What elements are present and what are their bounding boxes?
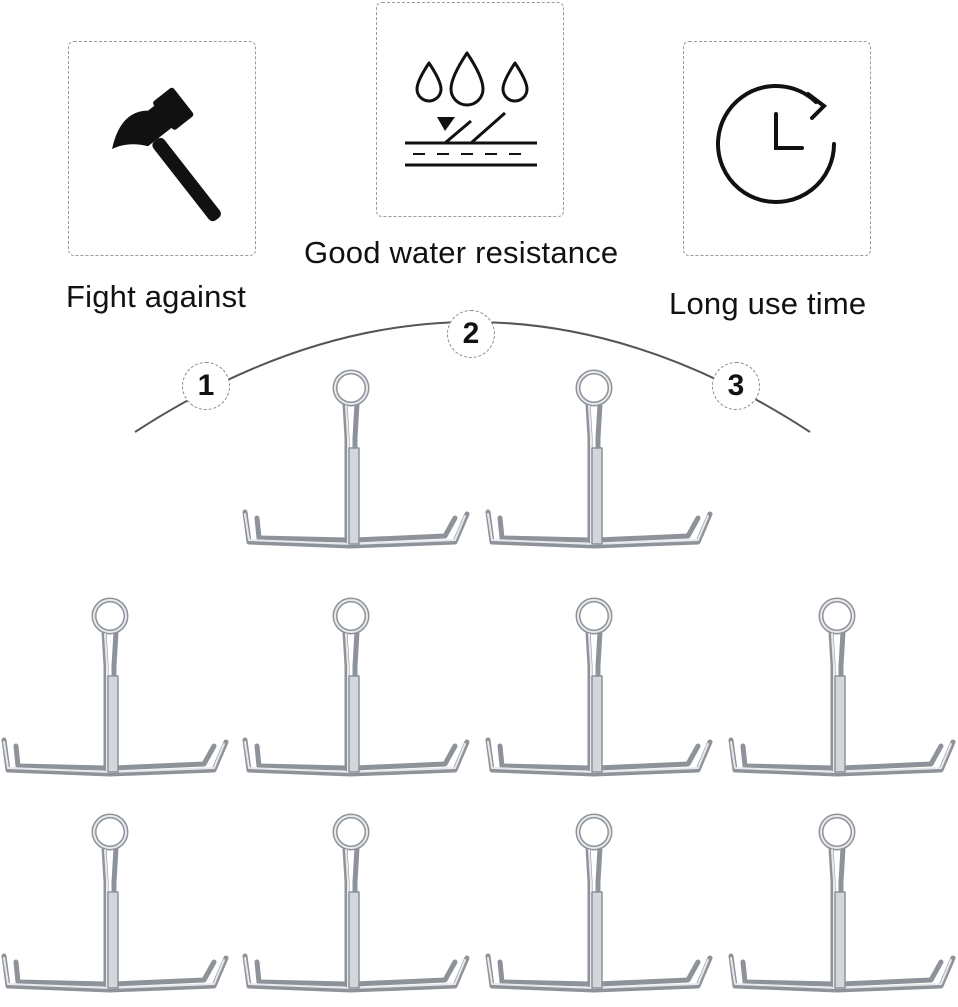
hook-image <box>241 812 471 1002</box>
hook-image <box>484 596 714 786</box>
feature-box-time <box>683 41 871 256</box>
feature-box-water <box>376 2 564 217</box>
caption-water: Good water resistance <box>304 235 619 270</box>
hammer-icon <box>112 87 221 222</box>
hook-image <box>484 812 714 1002</box>
step-badge-2: 2 <box>447 310 495 358</box>
step-badge-3: 3 <box>712 362 760 410</box>
hook-image <box>241 596 471 786</box>
caption-time: Long use time <box>669 286 867 321</box>
hook-image <box>727 812 957 1002</box>
feature-box-fight <box>68 41 256 256</box>
hook-image <box>0 812 230 1002</box>
hook-image <box>241 368 471 558</box>
clock-icon <box>716 84 836 204</box>
step-badge-1: 1 <box>182 362 230 410</box>
water-drops-icon <box>405 51 537 167</box>
hook-image <box>727 596 957 786</box>
hook-image <box>0 596 230 786</box>
caption-fight: Fight against <box>66 279 247 314</box>
hook-image <box>484 368 714 558</box>
